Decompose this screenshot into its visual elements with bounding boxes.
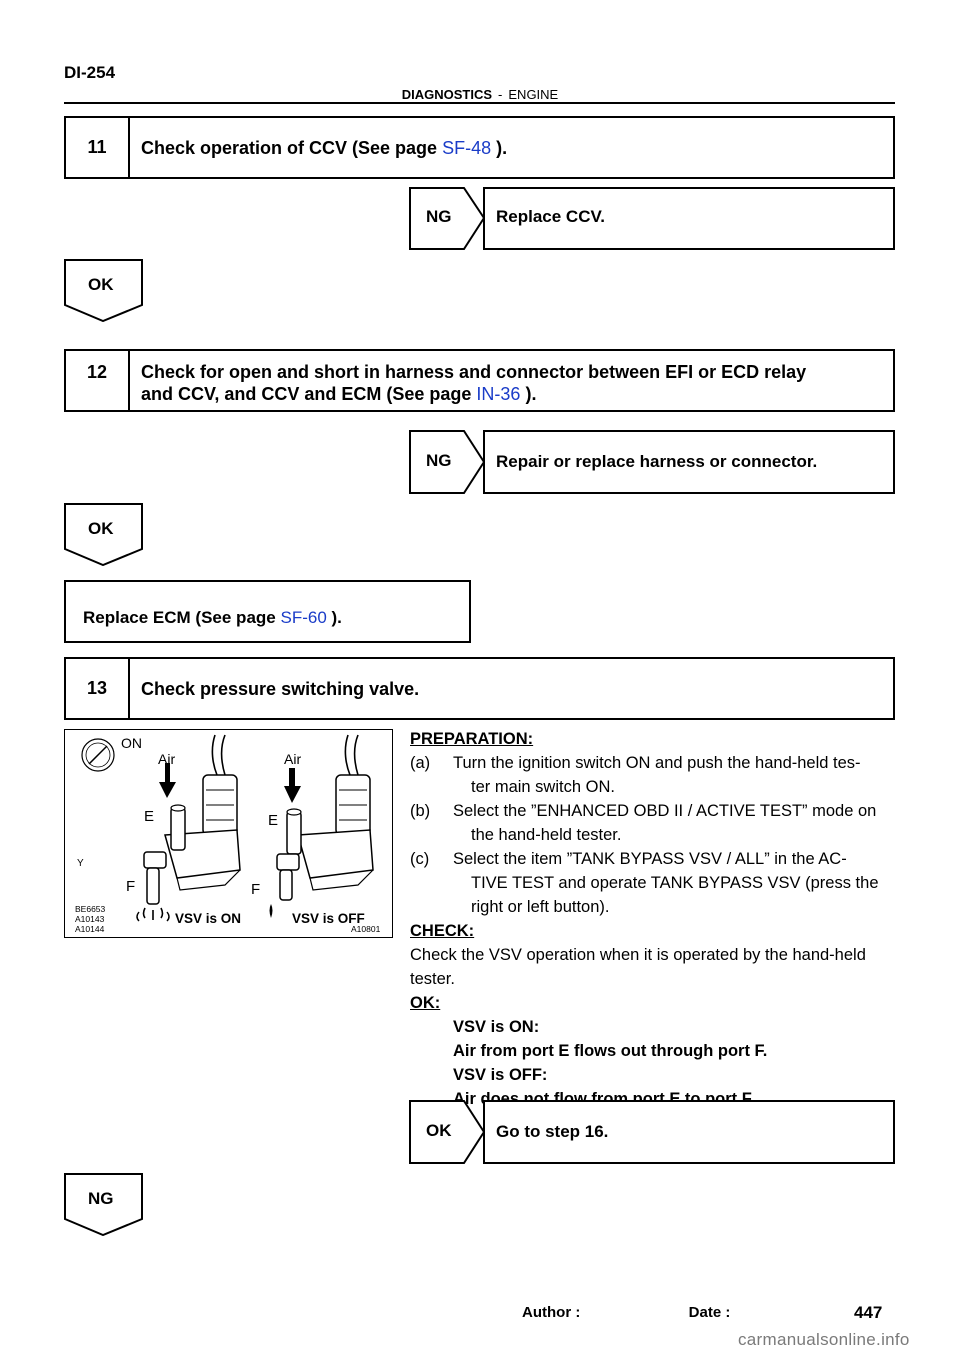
ng-arrow-12 bbox=[409, 430, 485, 494]
air-label-left: Air bbox=[158, 751, 175, 767]
section-header: DIAGNOSTICS-ENGINE bbox=[0, 87, 960, 102]
item-line: the hand-held tester. bbox=[471, 826, 622, 844]
step-number: 12 bbox=[66, 351, 130, 410]
ok-spec-line: VSV is ON: bbox=[453, 1018, 540, 1036]
step-title: Check pressure switching valve. bbox=[141, 679, 420, 699]
vsv-on-label: VSV is ON bbox=[175, 911, 241, 926]
ok-label: OK bbox=[88, 275, 114, 294]
vsv-left-icon bbox=[136, 734, 241, 922]
step-number: 13 bbox=[66, 659, 130, 718]
item-line: TIVE TEST and operate TANK BYPASS VSV (p… bbox=[471, 874, 879, 892]
page-link[interactable]: IN-36 bbox=[476, 384, 521, 404]
vsv-off-label: VSV is OFF bbox=[292, 911, 365, 926]
check-line: tester. bbox=[410, 970, 455, 988]
final-text: Replace ECM (See page bbox=[83, 608, 276, 627]
step-title-line1: Check for open and short in harness and … bbox=[141, 362, 807, 382]
step-number: 11 bbox=[66, 118, 130, 177]
ok-arrow-11 bbox=[64, 259, 143, 322]
check-line: Check the VSV operation when it is opera… bbox=[410, 946, 866, 964]
step-title-suffix: ). bbox=[496, 138, 508, 158]
item-line: right or left button). bbox=[471, 898, 610, 916]
section-separator: - bbox=[498, 87, 503, 102]
ok-arrow-12 bbox=[64, 503, 143, 566]
section-name: DIAGNOSTICS bbox=[401, 87, 493, 102]
page-link[interactable]: SF-60 bbox=[280, 608, 327, 627]
figure-code-4: A10801 bbox=[351, 924, 381, 934]
ok-result-13: Go to step 16. bbox=[483, 1100, 895, 1164]
subsection-name: ENGINE bbox=[508, 87, 559, 102]
step-13-box: 13 Check pressure switching valve. bbox=[64, 657, 895, 720]
item-line: ter main switch ON. bbox=[471, 778, 615, 796]
port-f-right: F bbox=[251, 881, 260, 898]
step-title-line2: and CCV, and CCV and ECM (See page IN-36… bbox=[141, 383, 883, 405]
ok-spec-line: Air from port E flows out through port F… bbox=[453, 1042, 768, 1060]
step-title: Check for open and short in harness and … bbox=[141, 361, 883, 405]
ng-label: NG bbox=[426, 207, 452, 226]
ok-spec-line: VSV is OFF: bbox=[453, 1066, 548, 1084]
page-number: 447 bbox=[854, 1303, 883, 1322]
prep-item-a: (a) Turn the ignition switch ON and push… bbox=[410, 751, 897, 799]
ok-result-text: Go to step 16. bbox=[496, 1122, 609, 1141]
step-title-text: Check operation of CCV (See page bbox=[141, 138, 438, 158]
port-e-right: E bbox=[268, 812, 278, 829]
ng-arrow-13 bbox=[64, 1173, 143, 1236]
step-title-text: and CCV, and CCV and ECM (See page bbox=[141, 384, 472, 404]
page-link[interactable]: SF-48 bbox=[442, 138, 492, 158]
final-suffix: ). bbox=[331, 608, 342, 627]
item-line: Select the item ”TANK BYPASS VSV / ALL” … bbox=[453, 850, 847, 868]
item-line: Turn the ignition switch ON and push the… bbox=[453, 754, 861, 772]
ng-result-text: Repair or replace harness or connector. bbox=[496, 452, 818, 471]
replace-ecm-box: Replace ECM (See page SF-60 ). bbox=[64, 580, 471, 643]
ok-heading: OK: bbox=[410, 994, 441, 1012]
instructions: PREPARATION: (a) Turn the ignition switc… bbox=[410, 727, 897, 1111]
vsv-diagram: ON Air Air E E F F Y VSV is ON VSV is OF… bbox=[75, 734, 381, 934]
vsv-right-icon bbox=[269, 734, 374, 918]
replace-ecm-text: Replace ECM (See page SF-60 ). bbox=[83, 608, 342, 628]
air-label-right: Air bbox=[284, 751, 301, 767]
figure-code-2: A10143 bbox=[75, 914, 105, 924]
ng-label: NG bbox=[88, 1189, 114, 1208]
item-mark: (a) bbox=[410, 754, 431, 772]
prep-item-c: (c) Select the item ”TANK BYPASS VSV / A… bbox=[410, 847, 897, 919]
header-rule bbox=[64, 102, 895, 104]
port-e-left: E bbox=[144, 808, 154, 825]
ng-result-11: Replace CCV. bbox=[483, 187, 895, 250]
author-date: Author : Date : bbox=[522, 1304, 731, 1321]
ng-label: NG bbox=[426, 451, 452, 470]
check-heading: CHECK: bbox=[410, 922, 475, 940]
step-12-box: 12 Check for open and short in harness a… bbox=[64, 349, 895, 412]
ng-arrow-11 bbox=[409, 187, 485, 250]
item-mark: (b) bbox=[410, 802, 431, 820]
item-line: Select the ”ENHANCED OBD II / ACTIVE TES… bbox=[453, 802, 877, 820]
port-f-left: F bbox=[126, 878, 135, 895]
prep-item-b: (b) Select the ”ENHANCED OBD II / ACTIVE… bbox=[410, 799, 897, 847]
watermark: carmanualsonline.info bbox=[738, 1330, 910, 1349]
ok-label: OK bbox=[426, 1121, 452, 1140]
item-mark: (c) bbox=[410, 850, 430, 868]
ok-arrow-13 bbox=[409, 1100, 485, 1164]
page-id: DI-254 bbox=[64, 63, 116, 82]
vsv-illustration: ON Air Air E E F F Y VSV is ON VSV is OF… bbox=[64, 729, 393, 938]
ok-label: OK bbox=[88, 519, 114, 538]
step-title-suffix: ). bbox=[525, 384, 537, 404]
ng-result-12: Repair or replace harness or connector. bbox=[483, 430, 895, 494]
tester-dial-icon bbox=[81, 738, 115, 772]
figure-code-1: BE6653 bbox=[75, 904, 106, 914]
preparation-heading: PREPARATION: bbox=[410, 730, 534, 748]
ng-result-text: Replace CCV. bbox=[496, 207, 605, 226]
y-label: Y bbox=[77, 858, 84, 869]
on-label: ON bbox=[121, 735, 142, 751]
step-title: Check operation of CCV (See page SF-48 )… bbox=[141, 137, 883, 159]
figure-code-3: A10144 bbox=[75, 924, 105, 934]
step-11-box: 11 Check operation of CCV (See page SF-4… bbox=[64, 116, 895, 179]
